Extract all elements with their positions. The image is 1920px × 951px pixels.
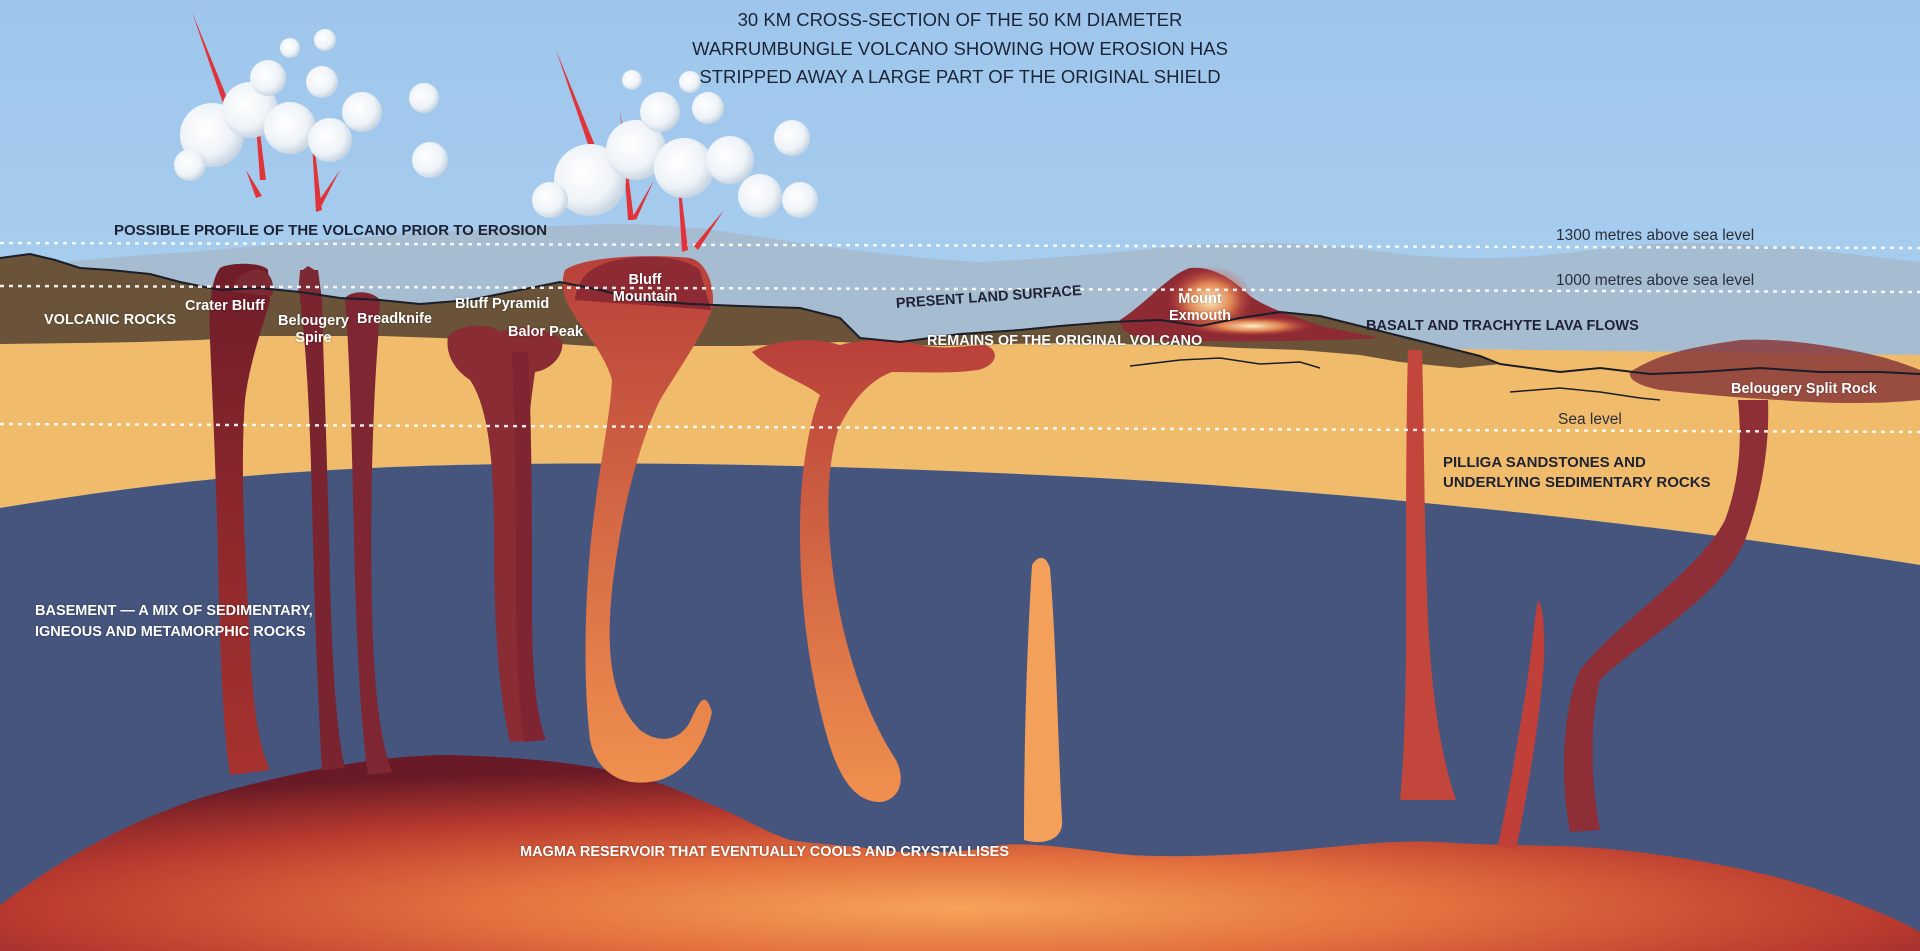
steam-puff [774, 120, 810, 156]
label-belougery-spire-line-1: Belougery [278, 313, 349, 329]
pipe-basalt-flows [1400, 350, 1456, 800]
lava-streak [318, 170, 340, 205]
label-bluff-mountain-line-1: Bluff [628, 272, 662, 288]
lava-streak [632, 180, 654, 220]
label-possible-profile: POSSIBLE PROFILE OF THE VOLCANO PRIOR TO… [114, 222, 548, 239]
steam-puff [640, 92, 680, 132]
steam-puff [706, 136, 754, 184]
steam-puff [654, 138, 714, 198]
title-line-1: 30 KM CROSS-SECTION OF THE 50 KM DIAMETE… [737, 9, 1183, 30]
steam-puff [222, 82, 278, 138]
lava-streak [694, 210, 724, 250]
steam-puff [679, 71, 701, 93]
steam-puff [314, 29, 336, 51]
label-mount-exmouth: Mount Exmouth [1158, 291, 1242, 324]
steam-puff [250, 60, 286, 96]
pipe-belougery-split-rock [1564, 400, 1769, 832]
steam-puff [412, 142, 448, 178]
label-mount-exmouth-line-1: Mount [1178, 291, 1222, 307]
label-basement-line-2: IGNEOUS AND METAMORPHIC ROCKS [35, 624, 306, 640]
magma-reservoir [0, 755, 1920, 951]
steam-puff [264, 102, 316, 154]
label-bluff-mountain: Bluff Mountain [604, 272, 686, 305]
present-land-surface-line [0, 252, 1920, 376]
steam-puff [306, 66, 338, 98]
label-breadknife: Breadknife [357, 311, 432, 327]
steam-puff [280, 38, 300, 58]
label-bluff-mountain-line-2: Mountain [612, 288, 678, 305]
lava-streak [246, 170, 262, 198]
title-line-3: STRIPPED AWAY A LARGE PART OF THE ORIGIN… [699, 66, 1221, 87]
eruption-left [174, 12, 448, 212]
label-basement-line-1: BASEMENT — A MIX OF SEDIMENTARY, [35, 603, 313, 619]
title-line-2: WARRUMBUNGLE VOLCANO SHOWING HOW EROSION… [692, 37, 1228, 59]
basement-pocket-right [900, 480, 1034, 822]
steam-puff [342, 92, 382, 132]
steam-puff [622, 70, 642, 90]
steam-puff [692, 92, 724, 124]
label-mount-exmouth-line-2: Exmouth [1168, 307, 1232, 324]
steam-puff [409, 83, 439, 113]
sea-level-surface-outline [1509, 387, 1661, 401]
belougery-split-rock-cap [1629, 339, 1920, 403]
label-belougery-spire: Belougery Spire [276, 313, 351, 346]
pipe-balor-peak [512, 352, 546, 742]
label-pilliga-line-1: PILLIGA SANDSTONES AND [1443, 454, 1646, 471]
lava-streak [556, 50, 596, 150]
label-crater-bluff: Crater Bluff [185, 298, 265, 314]
diagram-title: 30 KM CROSS-SECTION OF THE 50 KM DIAMETE… [610, 6, 1310, 92]
label-bluff-pyramid: Bluff Pyramid [455, 296, 550, 312]
label-belougery-spire-line-2: Spire [295, 329, 332, 346]
steam-puff [532, 182, 568, 218]
label-1000-metres: 1000 metres above sea level [1556, 272, 1755, 289]
label-belougery-split-rock: Belougery Split Rock [1731, 381, 1877, 397]
label-balor-peak: Balor Peak [508, 324, 583, 340]
label-1300-metres: 1300 metres above sea level [1556, 227, 1755, 244]
volcanic-rocks-band [0, 254, 1500, 368]
label-pilliga-line-2: UNDERLYING SEDIMENTARY ROCKS [1443, 474, 1711, 491]
pipe-breadknife [345, 292, 392, 775]
lava-flow-outline [1129, 357, 1321, 369]
pipe-remains-original-volcano [752, 339, 995, 802]
steam-puff [606, 120, 666, 180]
label-basalt-trachyte: BASALT AND TRACHYTE LAVA FLOWS [1366, 318, 1639, 334]
pipe-bluff-mountain [562, 256, 714, 783]
label-magma-reservoir: MAGMA RESERVOIR THAT EVENTUALLY COOLS AN… [520, 844, 1010, 860]
eruption-right [532, 50, 818, 252]
label-volcanic-rocks: VOLCANIC ROCKS [44, 312, 177, 328]
basement-pocket-far-right [1070, 480, 1405, 847]
peak-bluff-mountain [575, 256, 712, 310]
basement-pocket-left [238, 560, 329, 769]
steam-puff [782, 182, 818, 218]
pipe-bluff-pyramid [447, 325, 563, 742]
steam-puff [554, 144, 626, 216]
label-remains-original-volcano: REMAINS OF THE ORIGINAL VOLCANO [927, 333, 1203, 349]
steam-puff [308, 118, 352, 162]
lava-streak [192, 12, 232, 112]
peak-belougery-spire [298, 266, 320, 294]
steam-puff [738, 174, 782, 218]
steam-puff [174, 149, 206, 181]
label-sea-level: Sea level [1558, 411, 1622, 428]
pipe-crater-bluff [209, 263, 270, 775]
pipe-right-spike [1498, 600, 1545, 850]
pipe-centre-finger [1024, 557, 1063, 843]
pipe-belougery-spire [300, 270, 345, 770]
